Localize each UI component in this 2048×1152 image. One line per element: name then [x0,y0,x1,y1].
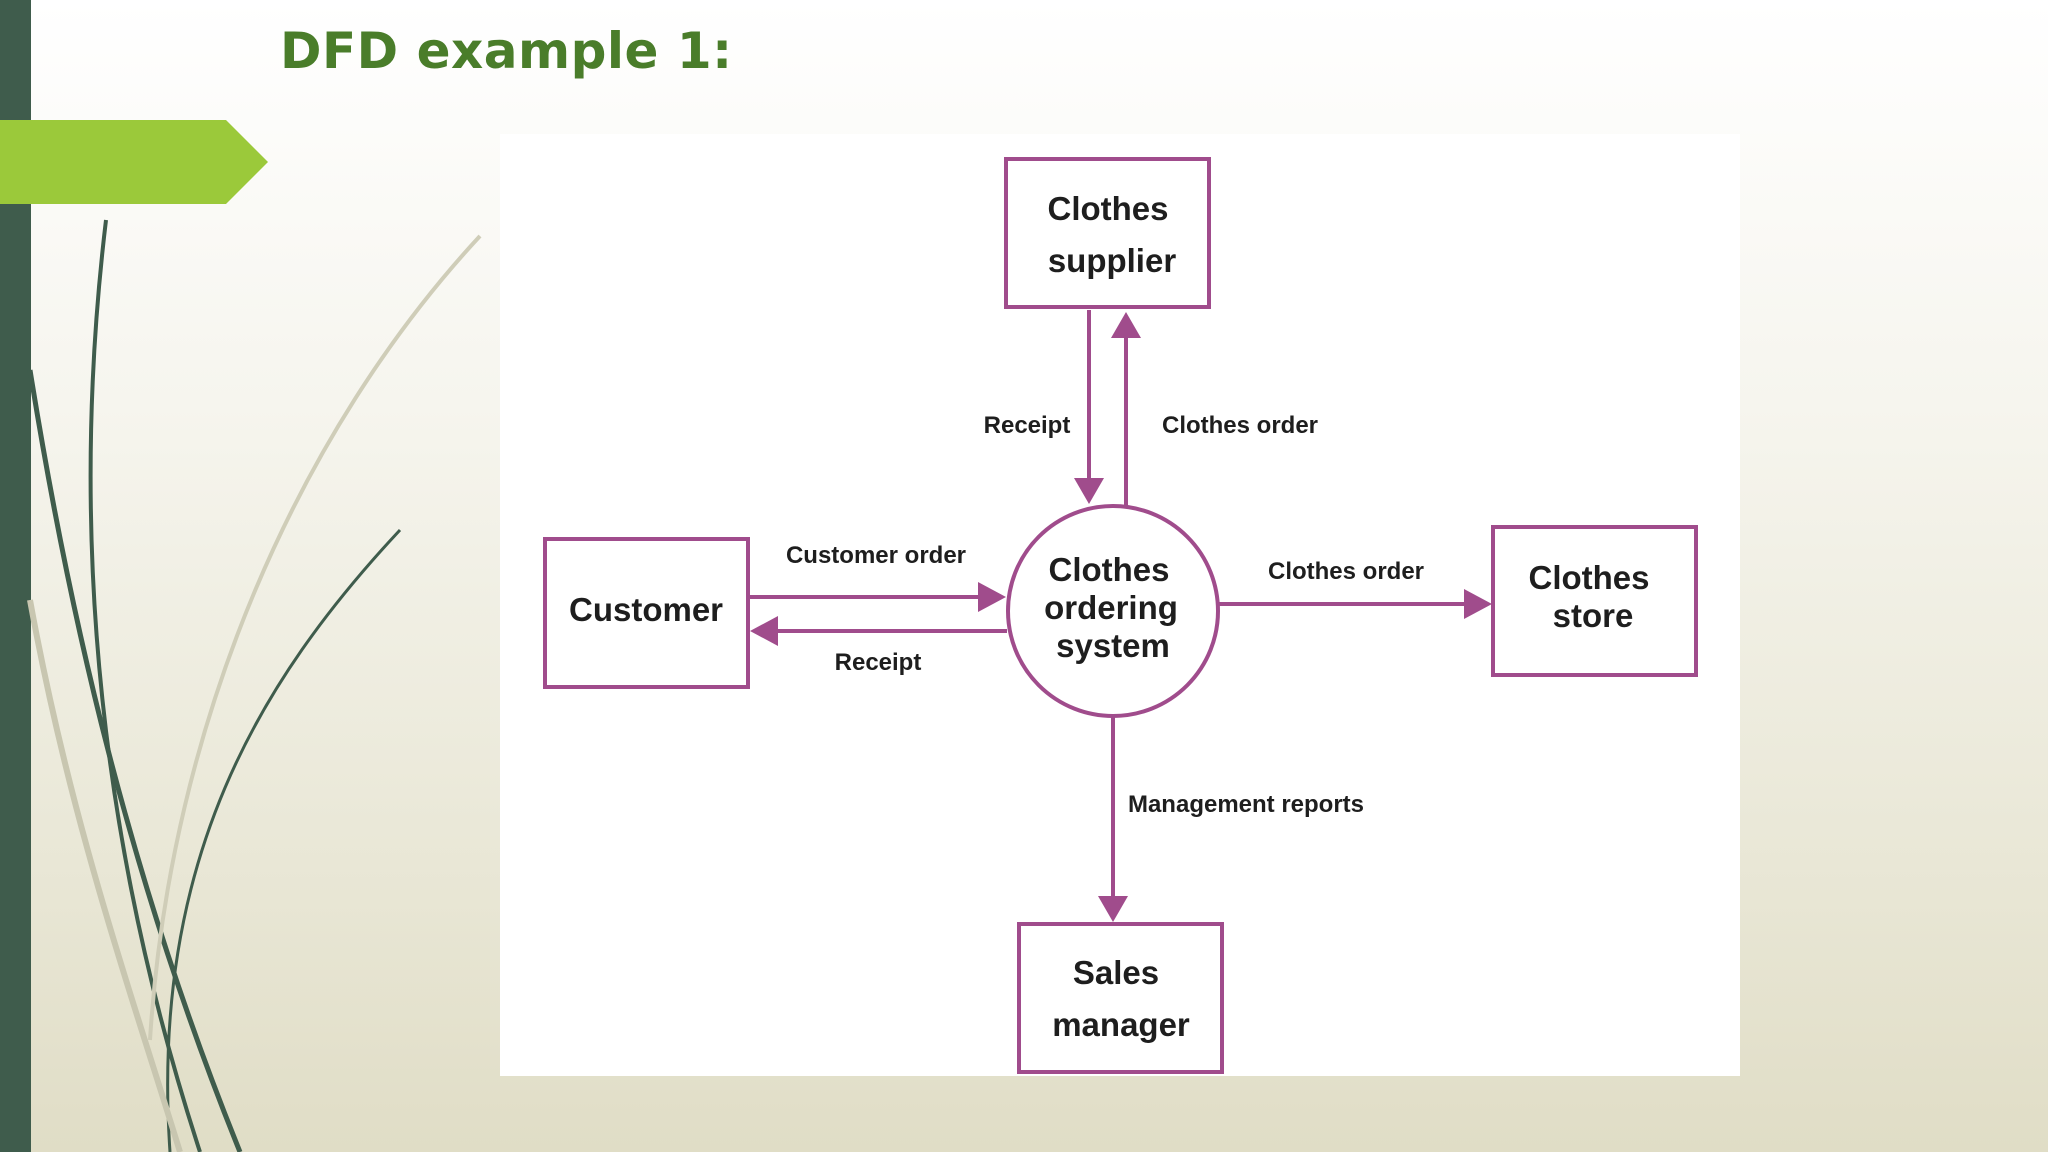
dfd-diagram: Clothes supplier Customer Clothes orderi… [543,157,1698,1074]
process-label-line1: Clothes [1048,551,1169,588]
process-label-line3: system [1056,627,1170,664]
dfd-diagram-panel: Clothes supplier Customer Clothes orderi… [500,134,1740,1076]
entity-box-clothes-supplier [1004,157,1211,309]
arrowhead-receipt-customer [750,616,778,646]
entity-label-manager-line1: Sales [1073,954,1159,991]
entity-box-customer [543,537,750,689]
entity-label-store-line2: store [1553,597,1634,634]
flow-label-customer-order: Customer order [786,542,966,569]
entity-label-store-line1: Clothes [1528,559,1649,596]
entity-label-supplier-line2: supplier [1048,242,1177,279]
flow-label-clothes-order-supplier: Clothes order [1162,412,1318,439]
entity-label-customer: Customer [569,591,723,628]
flow-label-receipt-customer: Receipt [835,649,922,676]
flow-label-clothes-order-store: Clothes order [1268,558,1424,585]
entity-box-sales-manager [1017,922,1224,1074]
slide-title: DFD example 1: [280,22,733,80]
entity-label-supplier-line1: Clothes [1047,190,1168,227]
green-arrow-tab [0,120,268,204]
arrowhead-receipt-supplier [1074,478,1104,504]
decorative-grass-strokes [27,219,482,1152]
arrowhead-clothes-order-store [1464,589,1492,619]
arrowhead-clothes-order-supplier [1111,312,1141,338]
entity-label-manager-line2: manager [1052,1006,1190,1043]
flow-label-management-reports: Management reports [1128,791,1364,818]
flow-label-receipt-supplier: Receipt [984,412,1071,439]
arrowhead-management-reports [1098,896,1128,922]
entity-box-clothes-store [1491,525,1698,677]
arrowhead-customer-order [978,582,1006,612]
process-label-line2: ordering [1044,589,1178,626]
